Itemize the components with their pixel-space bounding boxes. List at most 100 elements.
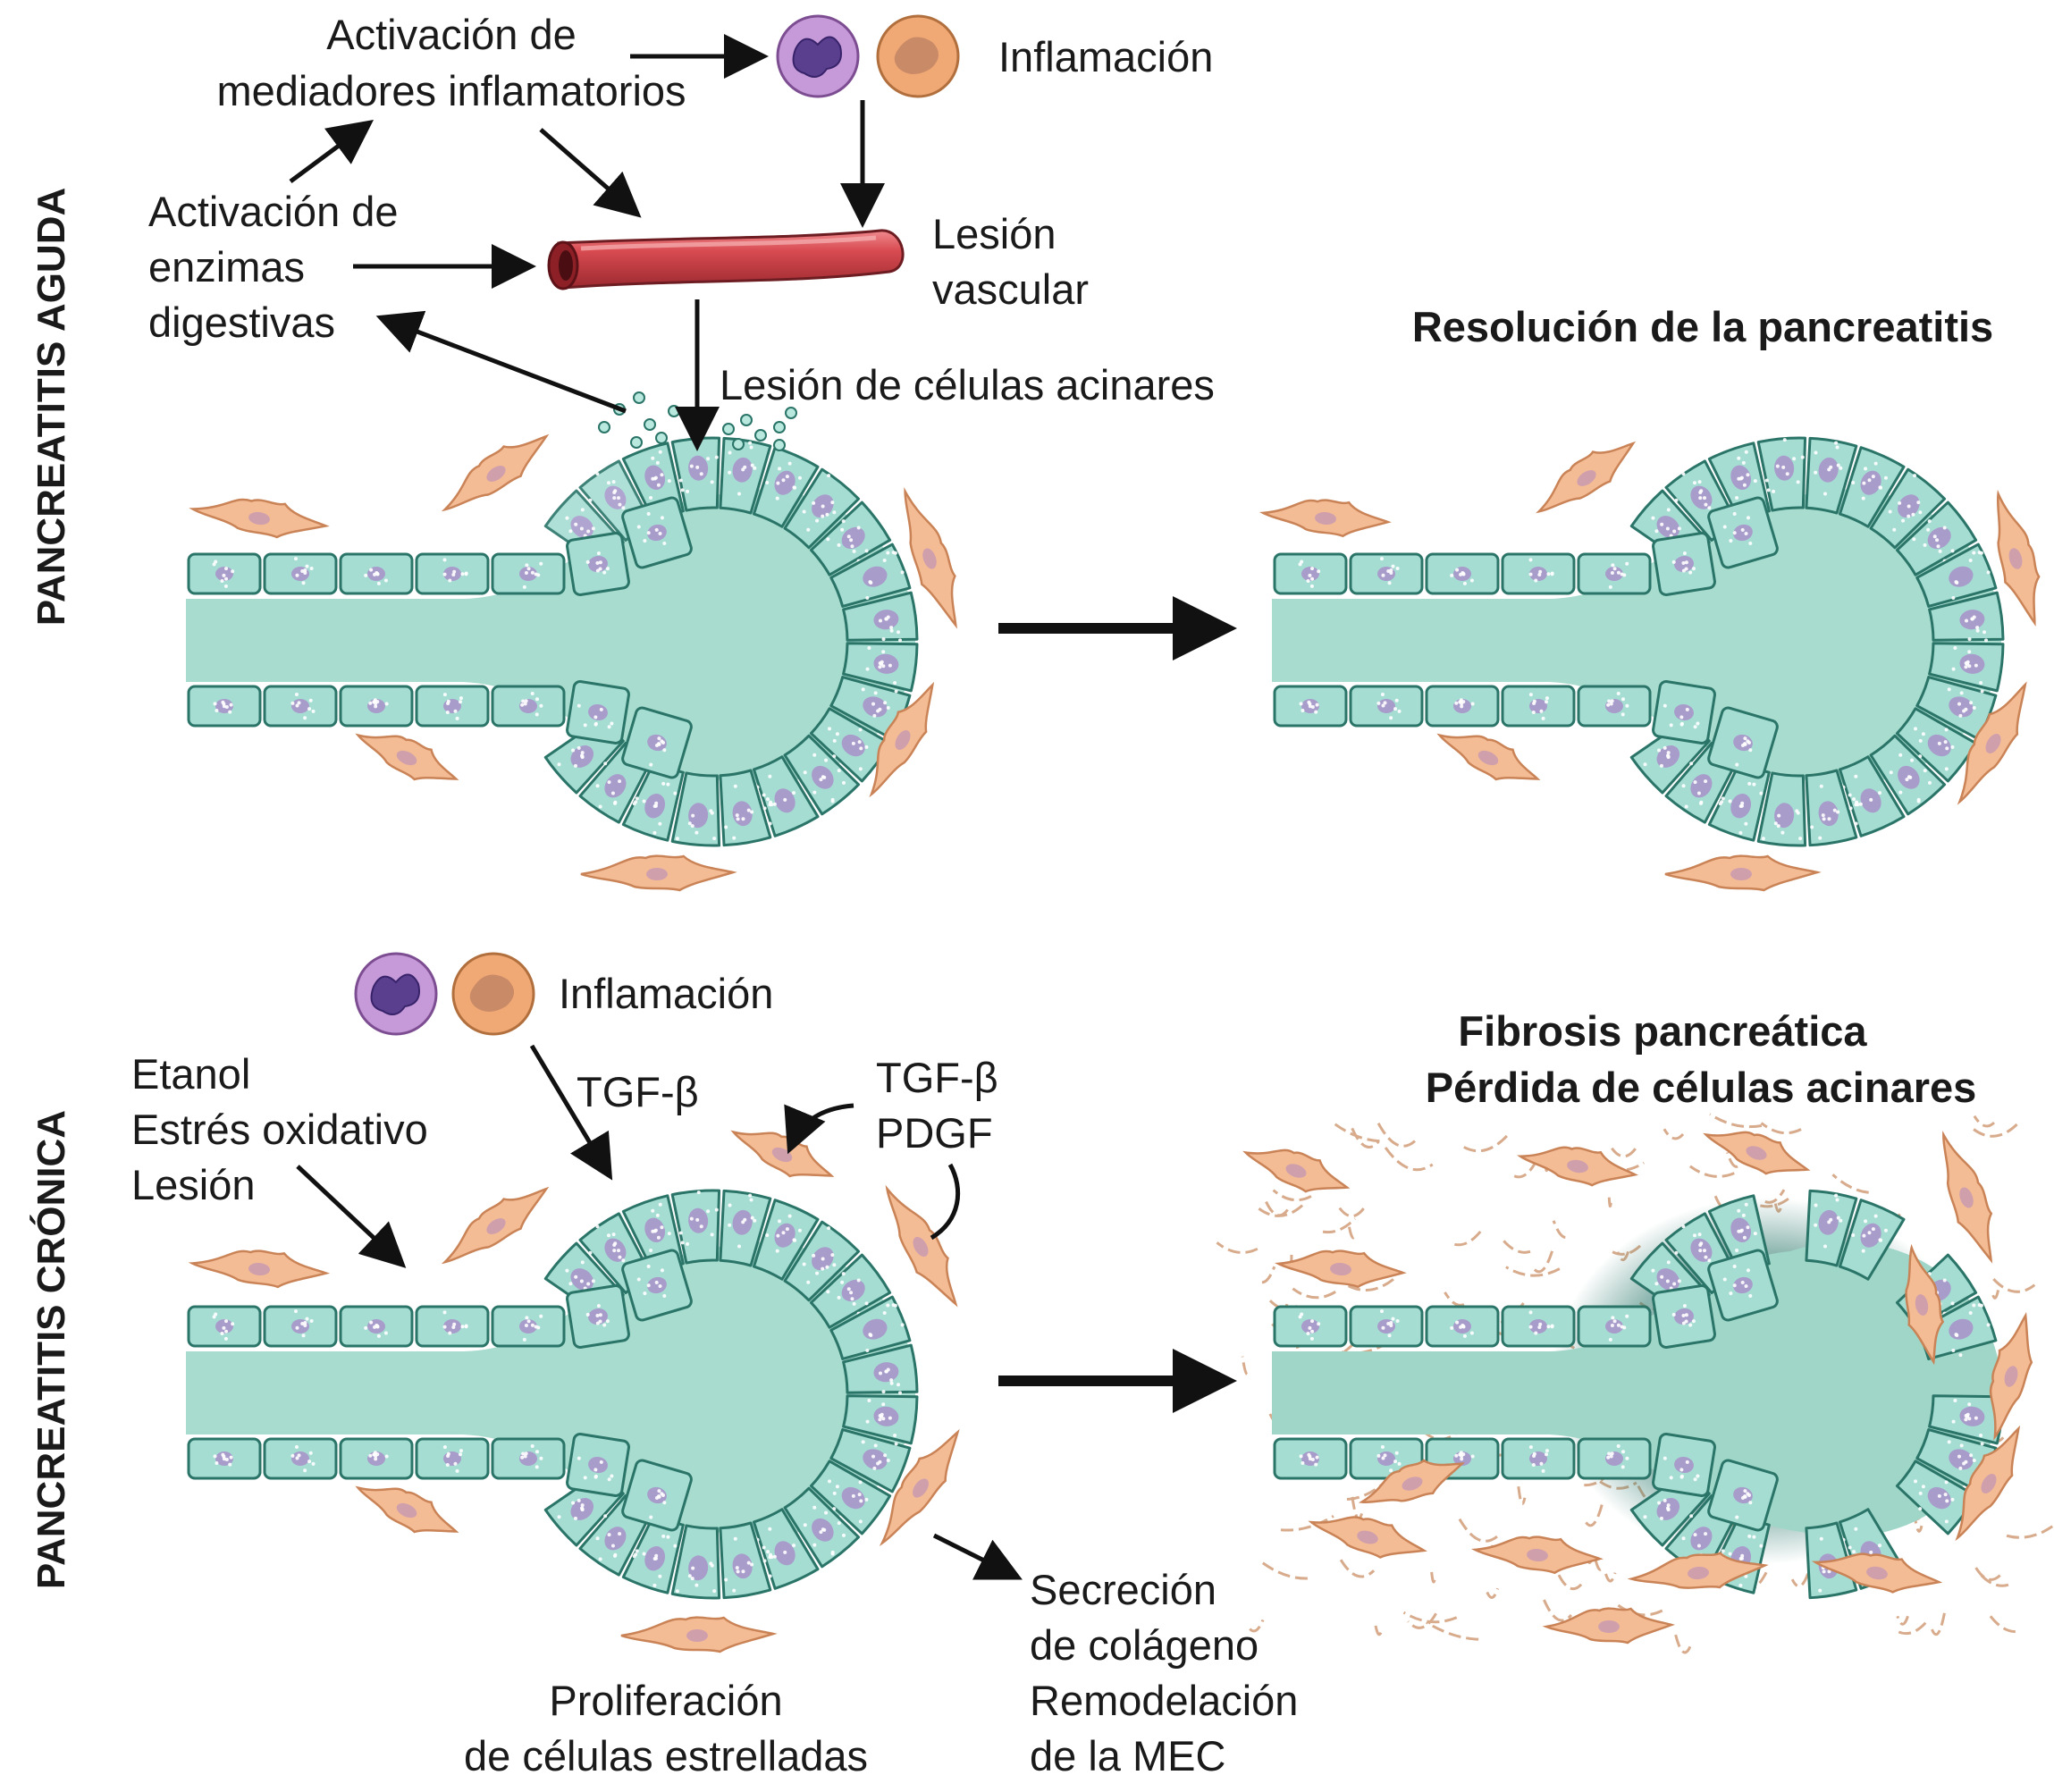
chronic-inflammation-label: Inflamación bbox=[559, 970, 773, 1017]
stellate-cell bbox=[1811, 1552, 1943, 1594]
progression-arrows bbox=[998, 596, 1237, 1413]
stellate-cell bbox=[1436, 733, 1541, 781]
acinar-cell bbox=[809, 501, 892, 576]
enzyme-dot bbox=[732, 438, 745, 450]
stellate-cell bbox=[1274, 1249, 1407, 1289]
duct-cell bbox=[1577, 1305, 1652, 1348]
duct-cell bbox=[415, 1305, 490, 1348]
acinar-cell bbox=[670, 1189, 721, 1265]
duct-cell bbox=[415, 552, 490, 595]
stellate-cells bbox=[188, 433, 2041, 1653]
mediators-label-2: mediadores inflamatorios bbox=[216, 67, 686, 114]
secretion-label-1: Secreción bbox=[1030, 1566, 1216, 1613]
enzyme-dot bbox=[630, 436, 643, 449]
neck-cell bbox=[566, 1433, 630, 1497]
arrow-mediators-to-vessel bbox=[539, 128, 642, 218]
vascular-label-2: vascular bbox=[932, 265, 1089, 313]
stellate-cell bbox=[441, 433, 550, 512]
stellate-cell bbox=[885, 1184, 958, 1308]
acute-side-label: PANCREATITIS AGUDA bbox=[29, 188, 73, 627]
fibrosis-label-2: Pérdida de células acinares bbox=[1426, 1064, 1977, 1111]
duct-cell bbox=[1273, 685, 1348, 728]
pdgf-label: PDGF bbox=[876, 1109, 993, 1157]
acinar-cell bbox=[783, 1220, 861, 1302]
acinar-cell bbox=[809, 1253, 892, 1329]
duct-cell bbox=[339, 685, 414, 728]
neck-cell bbox=[1707, 1459, 1779, 1532]
duct-cell bbox=[1273, 1437, 1348, 1480]
blood-vessel bbox=[547, 229, 905, 290]
stellate-cell bbox=[1536, 441, 1637, 514]
stellate-cell bbox=[580, 854, 737, 892]
acinar-cell bbox=[719, 1189, 772, 1267]
enzyme-dot bbox=[740, 414, 753, 426]
resolution-label: Resolución de la pancreatitis bbox=[1412, 303, 1993, 350]
duct-cell bbox=[263, 1305, 338, 1348]
acinus-lumen bbox=[1272, 489, 2002, 785]
neck-cell bbox=[1652, 1284, 1716, 1349]
neck-cell bbox=[566, 680, 630, 745]
secretion-label-2: de colágeno bbox=[1030, 1621, 1258, 1669]
duct-cell bbox=[1577, 552, 1652, 595]
arrow-stellate-to-collagen bbox=[932, 1533, 1023, 1580]
neck-cell bbox=[1652, 1433, 1716, 1497]
stellate-cell bbox=[1905, 1243, 1945, 1366]
causes-label-1: Etanol bbox=[131, 1050, 250, 1098]
neck-cell bbox=[621, 496, 693, 569]
acinar-cell bbox=[783, 734, 861, 816]
macrophage-icon bbox=[451, 952, 535, 1036]
bracket-pdgf bbox=[930, 1163, 961, 1241]
neck-cell bbox=[621, 1459, 693, 1532]
duct-cell bbox=[491, 1437, 566, 1480]
enzyme-dot bbox=[773, 439, 786, 451]
acinar-cell bbox=[1756, 436, 1807, 512]
proliferation-label-1: Proliferación bbox=[549, 1677, 782, 1724]
acinar-cell bbox=[783, 467, 861, 550]
stellate-cell bbox=[1989, 1311, 2033, 1441]
acinar-cell bbox=[1805, 1189, 1858, 1267]
acinar-cell bbox=[1805, 769, 1858, 847]
stellate-cell bbox=[879, 1428, 960, 1546]
duct-cell bbox=[1501, 552, 1576, 595]
secretion-label-3: Remodelación bbox=[1030, 1677, 1298, 1724]
acinar-cell bbox=[1869, 734, 1947, 816]
duct-cell bbox=[1349, 685, 1424, 728]
acinar-cell bbox=[842, 1343, 919, 1401]
enzyme-dot bbox=[668, 405, 680, 417]
acinar-cell bbox=[670, 436, 721, 512]
neutrophil-icon bbox=[776, 14, 860, 98]
acinar-cell bbox=[783, 1486, 861, 1569]
stellate-cell bbox=[1955, 1425, 2021, 1542]
acinar-cell bbox=[842, 1394, 919, 1445]
secretion-label-4: de la MEC bbox=[1030, 1732, 1225, 1779]
enzyme-dot bbox=[785, 407, 797, 419]
stellate-cell bbox=[1517, 1146, 1639, 1187]
stellate-cell bbox=[1664, 854, 1822, 892]
stellate-cell bbox=[441, 1186, 550, 1265]
duct-cell bbox=[1501, 1305, 1576, 1348]
stellate-cell bbox=[355, 1485, 459, 1534]
acinar-cell bbox=[752, 446, 820, 528]
stellate-cell bbox=[1542, 1607, 1675, 1645]
acinar-cell bbox=[1838, 1199, 1906, 1281]
acinus-fibrotic bbox=[1216, 1113, 2054, 1654]
acinar-cell bbox=[752, 1199, 820, 1281]
duct-cell bbox=[1425, 685, 1500, 728]
acinar-cell bbox=[1805, 436, 1858, 515]
acinar-cell bbox=[1755, 771, 1814, 847]
duct-cell bbox=[415, 685, 490, 728]
acinus-chronic bbox=[186, 1189, 919, 1600]
neck-cell bbox=[1707, 1249, 1779, 1322]
enzyme-dot bbox=[773, 421, 786, 433]
neck-cell bbox=[621, 706, 693, 779]
stellate-cell bbox=[1996, 489, 2041, 627]
duct-cell bbox=[1577, 685, 1652, 728]
duct-cell bbox=[339, 552, 414, 595]
acinar-cell bbox=[829, 1295, 912, 1360]
acinar-cell bbox=[1869, 467, 1947, 550]
acinar-cell bbox=[1928, 642, 2005, 693]
stellate-cell bbox=[1242, 1148, 1351, 1193]
duct-cell bbox=[263, 552, 338, 595]
stellate-cell bbox=[1470, 1535, 1604, 1575]
stellate-cell bbox=[1358, 1459, 1465, 1504]
